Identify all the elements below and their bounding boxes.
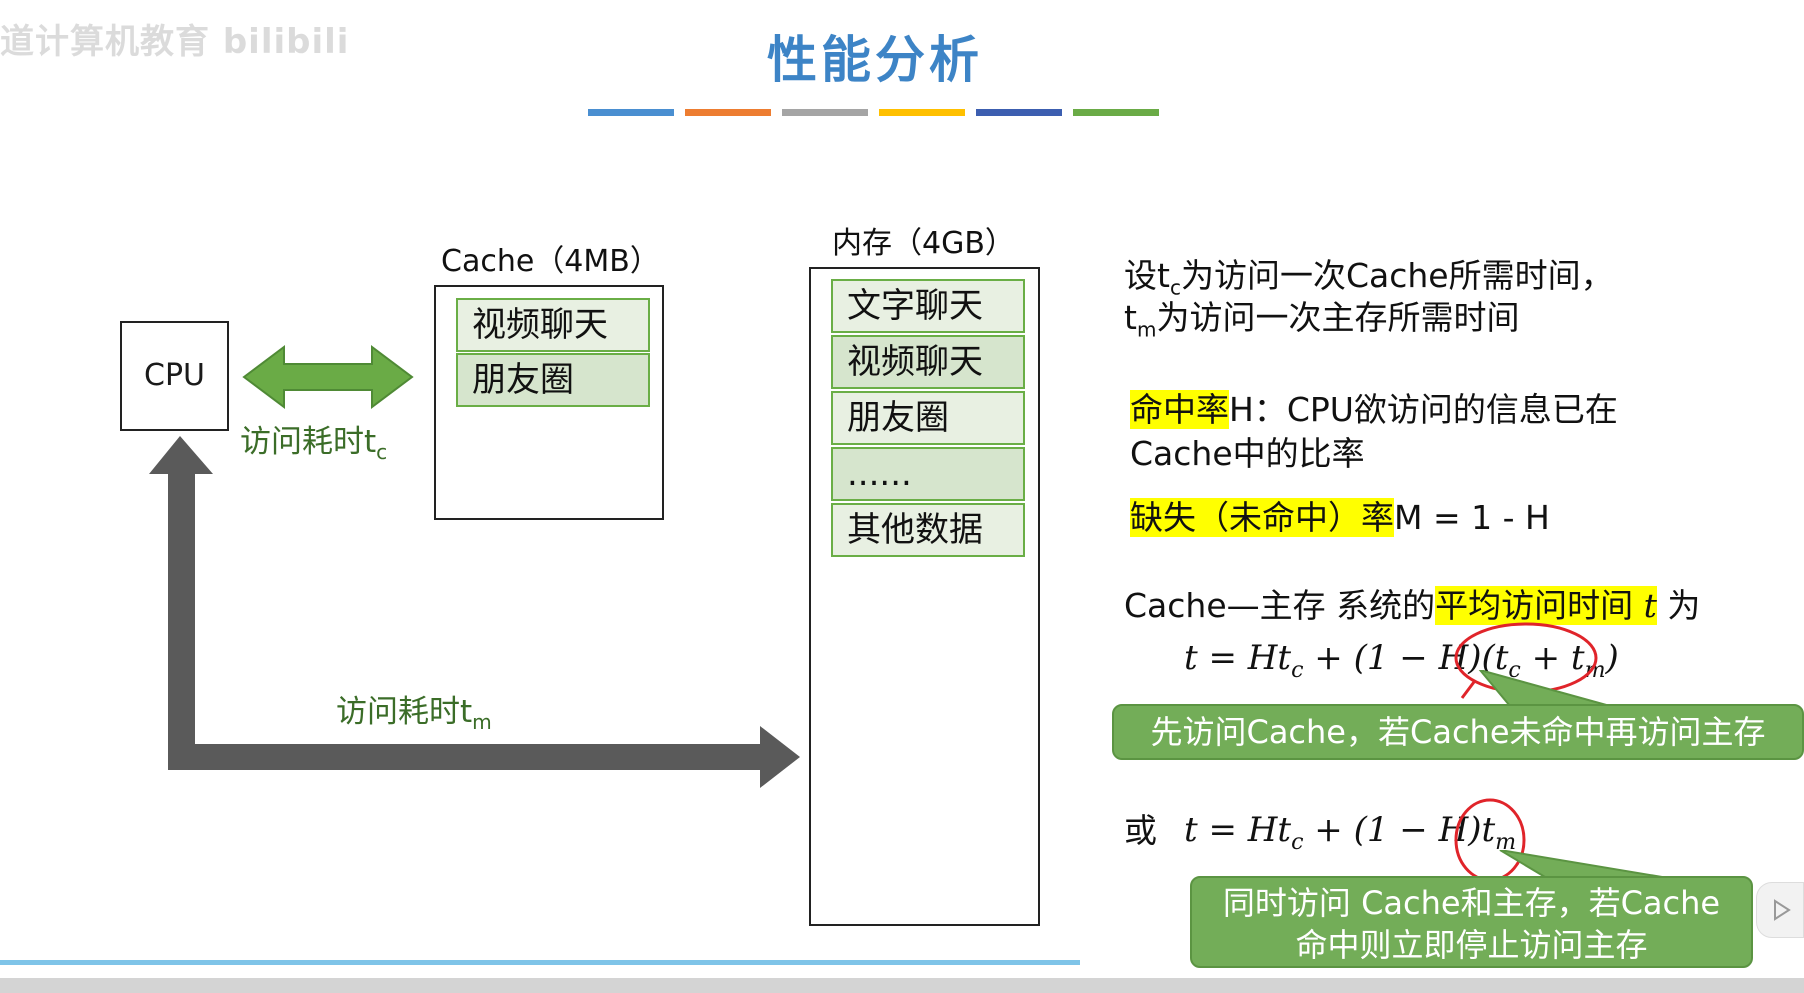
- memory-box: 文字聊天 视频聊天 朋友圈 ...... 其他数据: [809, 267, 1040, 926]
- watermark: 道计算机教育 bilibili: [0, 22, 350, 62]
- formula-sequential: t = Htc + (1 − H)(tc + tm): [1184, 638, 1619, 683]
- title-stripe: [1073, 109, 1159, 116]
- slide-title: 性能分析: [767, 31, 983, 89]
- avg-time-term: 平均访问时间 t: [1435, 586, 1657, 625]
- hit-rate-line1: 命中率H：CPU欲访问的信息已在: [1130, 390, 1618, 429]
- title-stripe: [879, 109, 965, 116]
- formula-parallel: t = Htc + (1 − H)tm: [1184, 810, 1517, 855]
- cache-access-time-label: 访问耗时tc: [240, 424, 388, 465]
- cache-box: 视频聊天 朋友圈: [434, 285, 664, 520]
- avg-time-heading: Cache—主存 系统的平均访问时间 t 为: [1124, 586, 1701, 625]
- callout-parallel: 同时访问 Cache和主存，若Cache 命中则立即停止访问主存: [1190, 876, 1753, 968]
- memory-title: 内存（4GB）: [832, 226, 1015, 261]
- callout-sequential: 先访问Cache，若Cache未命中再访问主存: [1112, 704, 1804, 760]
- callout-parallel-line2: 命中则立即停止访问主存: [1295, 926, 1648, 964]
- play-icon: [1774, 899, 1791, 921]
- or-word: 或: [1124, 811, 1157, 850]
- cache-item: 朋友圈: [456, 353, 650, 407]
- cache-title: Cache（4MB）: [441, 244, 660, 279]
- miss-rate-term: 缺失（未命中）率: [1130, 498, 1394, 537]
- memory-access-time-label: 访问耗时tm: [336, 694, 492, 735]
- memory-item: 视频聊天: [831, 335, 1025, 389]
- memory-item: 其他数据: [831, 503, 1025, 557]
- memory-item: 文字聊天: [831, 279, 1025, 333]
- cache-item: 视频聊天: [456, 298, 650, 352]
- memory-item: ......: [831, 447, 1025, 501]
- cpu-memory-arrow: [149, 436, 800, 788]
- cpu-box: CPU: [120, 321, 229, 431]
- side-play-button[interactable]: [1756, 882, 1804, 938]
- title-stripe: [588, 109, 674, 116]
- hit-rate-term: 命中率: [1130, 390, 1229, 429]
- tm-definition: tm为访问一次主存所需时间: [1124, 298, 1520, 342]
- miss-rate-line: 缺失（未命中）率M = 1 - H: [1130, 498, 1550, 537]
- title-stripe: [685, 109, 771, 116]
- memory-item: 朋友圈: [831, 391, 1025, 445]
- cpu-label: CPU: [144, 358, 205, 393]
- hit-rate-line2: Cache中的比率: [1130, 434, 1365, 473]
- video-progress-bar[interactable]: [0, 960, 1080, 965]
- title-stripe: [782, 109, 868, 116]
- player-bottom-bar: [0, 978, 1804, 993]
- callout-parallel-line1: 同时访问 Cache和主存，若Cache: [1222, 884, 1721, 922]
- title-stripe: [976, 109, 1062, 116]
- cpu-cache-double-arrow: [242, 345, 414, 409]
- tc-definition: 设tc为访问一次Cache所需时间，: [1124, 256, 1614, 300]
